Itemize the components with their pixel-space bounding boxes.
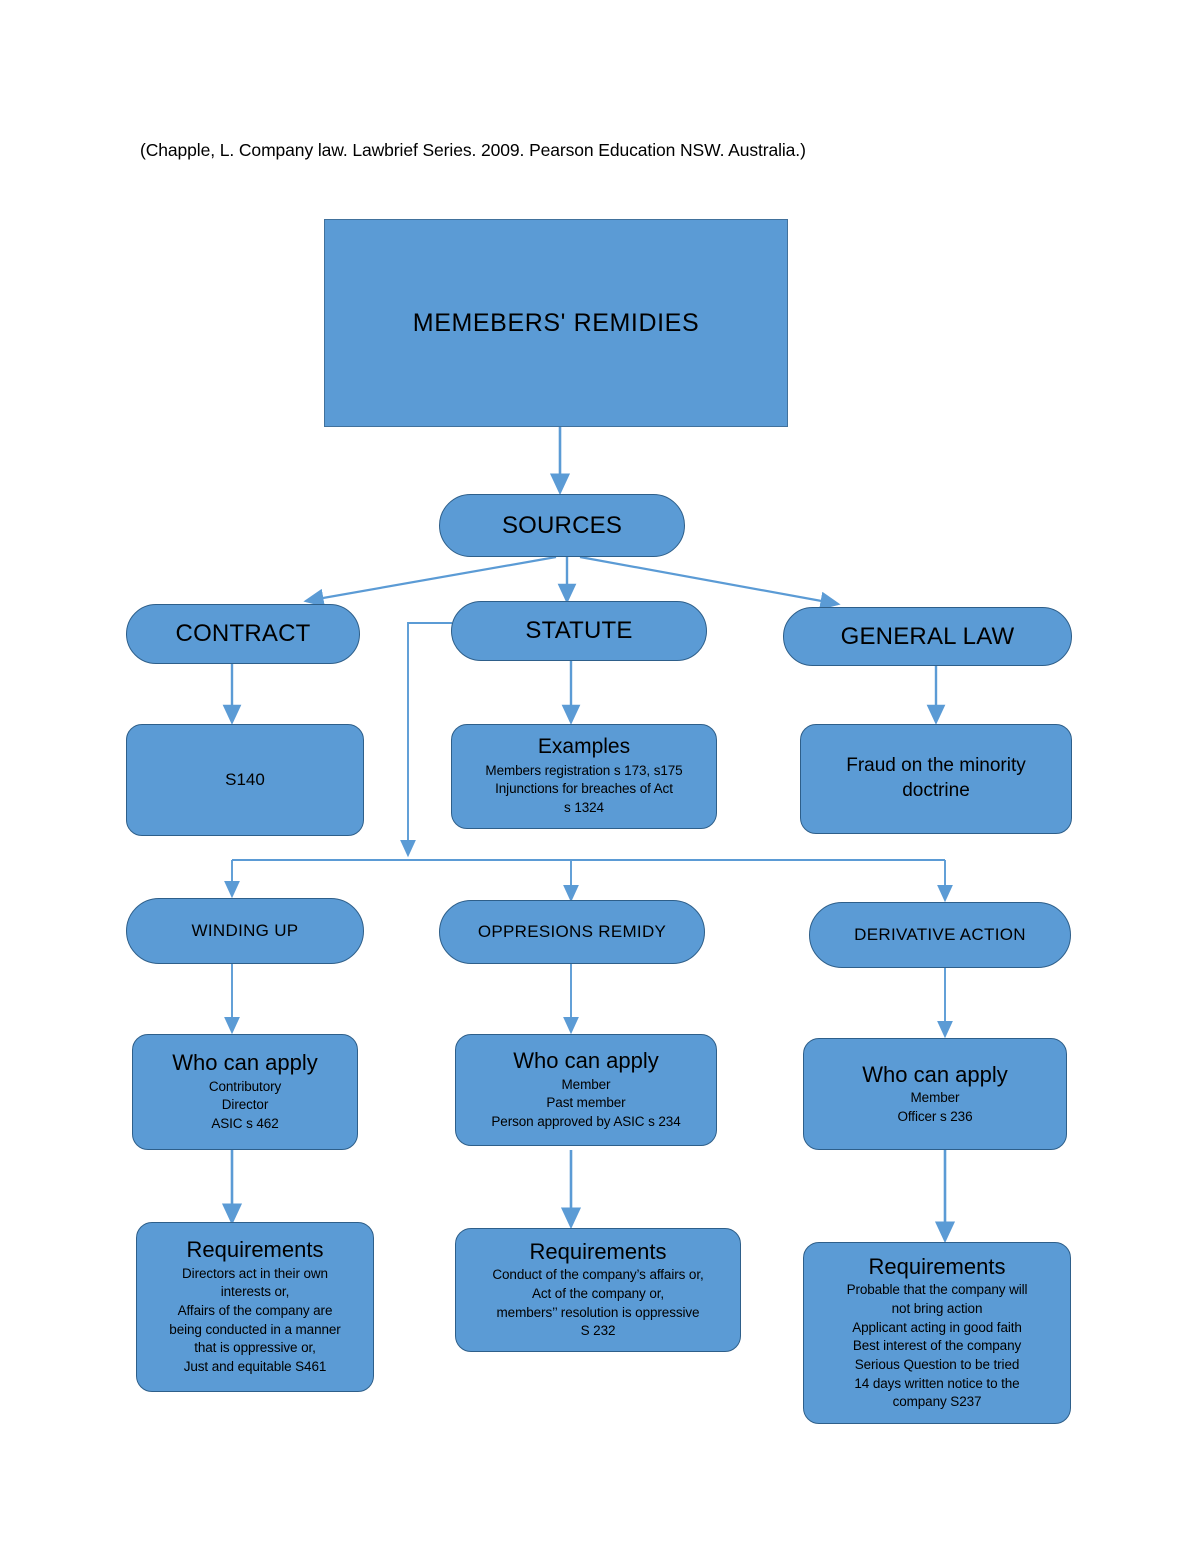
node-members-remedies[interactable]: MEMEBERS' REMIDIES [324,219,788,427]
node-line: Injunctions for breaches of Act [495,781,673,797]
node-line: that is oppressive or, [194,1340,316,1356]
node-line: ASIC s 462 [211,1115,279,1131]
node-line: Member [561,1076,611,1092]
node-title: GENERAL LAW [840,622,1015,650]
node-title: CONTRACT [175,620,311,647]
node-line: doctrine [902,780,970,801]
node-title: Who can apply [513,1048,659,1074]
edge-sources-to-contract [303,555,557,608]
node-general-law[interactable]: GENERAL LAW [783,607,1072,666]
node-line: Affairs of the company are [177,1303,333,1319]
node-line: Best interest of the company [852,1338,1022,1354]
node-title: WINDING UP [191,921,299,940]
node-line: Contributory [208,1078,282,1094]
node-line: 14 days written notice to the [854,1375,1020,1391]
node-line: Applicant acting in good faith [852,1319,1022,1335]
node-line: interests or, [220,1284,290,1300]
node-title: OPPRESIONS REMIDY [477,922,667,941]
edge-sources-to-general-law [579,555,841,610]
node-who-can-apply-derivative[interactable]: Who can apply Member Officer s 236 [803,1038,1067,1150]
node-who-can-apply-oppression[interactable]: Who can apply Member Past member Person … [455,1034,717,1146]
node-title: SOURCES [501,511,623,539]
node-oppressions-remedy[interactable]: OPPRESIONS REMIDY [439,900,705,964]
node-examples[interactable]: Examples Members registration s 173, s17… [451,724,717,829]
node-fraud-on-minority[interactable]: Fraud on the minority doctrine [800,724,1072,834]
node-winding-up[interactable]: WINDING UP [126,898,364,964]
node-line: Serious Question to be tried [854,1356,1020,1372]
node-title: Requirements [868,1254,1006,1280]
node-statute[interactable]: STATUTE [451,601,707,661]
node-line: Person approved by ASIC s 234 [491,1113,681,1129]
node-line: company S237 [892,1394,982,1410]
citation-text: (Chapple, L. Company law. Lawbrief Serie… [140,140,806,160]
node-title: Requirements [529,1239,667,1265]
node-line: Director [221,1097,269,1113]
node-line: Fraud on the minority [846,755,1026,777]
node-title: Examples [537,735,631,759]
node-line: not bring action [891,1301,983,1317]
node-title: Who can apply [172,1050,318,1076]
node-line: Officer s 236 [897,1108,973,1124]
node-sources[interactable]: SOURCES [439,494,685,557]
node-line: Conduct of the company’s affairs or, [492,1267,704,1283]
node-line: Member [910,1090,960,1106]
node-s140[interactable]: S140 [126,724,364,836]
node-contract[interactable]: CONTRACT [126,604,360,664]
node-derivative-action[interactable]: DERIVATIVE ACTION [809,902,1071,968]
node-requirements-oppression[interactable]: Requirements Conduct of the company’s af… [455,1228,741,1352]
node-requirements-derivative[interactable]: Requirements Probable that the company w… [803,1242,1071,1424]
node-line: Probable that the company will [846,1282,1028,1298]
node-line: Just and equitable S461 [183,1358,327,1374]
node-title: Requirements [186,1237,324,1263]
node-line: Members registration s 173, s175 [485,762,683,778]
node-title: Who can apply [862,1061,1008,1087]
node-title: S140 [225,770,265,789]
edge-statute-elbow-to-bar [400,622,452,858]
node-title: MEMEBERS' REMIDIES [412,308,700,337]
node-line: being conducted in a manner [169,1321,341,1337]
node-requirements-winding-up[interactable]: Requirements Directors act in their own … [136,1222,374,1392]
node-line: Directors act in their own [182,1265,328,1281]
node-title: DERIVATIVE ACTION [854,925,1026,944]
node-line: s 1324 [564,799,604,815]
node-who-can-apply-winding-up[interactable]: Who can apply Contributory Director ASIC… [132,1034,358,1150]
node-line: S 232 [580,1323,616,1339]
node-line: Act of the company or, [531,1286,665,1302]
node-line: Past member [546,1095,626,1111]
node-line: members’’ resolution is oppressive [496,1304,700,1320]
node-title: STATUTE [525,617,633,644]
